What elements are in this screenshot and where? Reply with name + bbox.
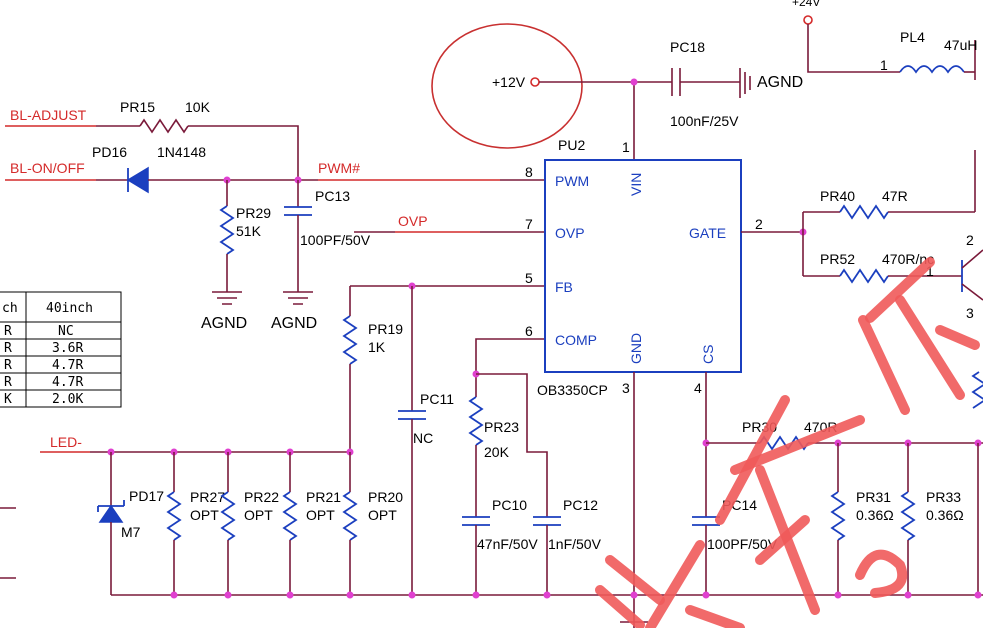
pr33-ref: PR33 xyxy=(926,489,961,505)
pin-num-vin: 1 xyxy=(622,139,630,155)
pin-name-vin: VIN xyxy=(628,173,644,196)
ic-pu2-body xyxy=(544,159,742,373)
pc10-ref: PC10 xyxy=(492,497,527,513)
pd17-ref: PD17 xyxy=(129,488,164,504)
pl4-value: 47uH xyxy=(944,37,977,53)
highlight-ellipse xyxy=(431,23,583,149)
table-cell: 2.0K xyxy=(52,392,83,407)
agnd-label-2: AGND xyxy=(271,315,317,332)
pr52-ref: PR52 xyxy=(820,251,855,267)
agnd-label-1: AGND xyxy=(201,315,247,332)
pr23-value: 20K xyxy=(484,444,510,460)
pin-num-pwm: 8 xyxy=(525,164,533,180)
pc13-value: 100PF/50V xyxy=(300,232,371,248)
pc12-ref: PC12 xyxy=(563,497,598,513)
pc10-value: 47nF/50V xyxy=(477,536,538,552)
table-cell: R xyxy=(4,358,12,373)
pr15-ref: PR15 xyxy=(120,99,155,115)
pin-name-fb: FB xyxy=(555,279,573,295)
pc18-value: 100nF/25V xyxy=(670,113,739,129)
watermark xyxy=(595,257,980,628)
pin-num-gate: 2 xyxy=(755,216,763,232)
pin-num-ovp: 7 xyxy=(525,216,533,232)
pr27-value: OPT xyxy=(190,507,219,523)
q-pin-2: 2 xyxy=(966,232,974,248)
pin-name-comp: COMP xyxy=(555,332,597,348)
pr20-value: OPT xyxy=(368,507,397,523)
pl4-pin: 1 xyxy=(880,57,888,73)
pr21-ref: PR21 xyxy=(306,489,341,505)
pc14-value: 100PF/50V xyxy=(707,536,778,552)
pr52-pin: 1 xyxy=(926,263,934,279)
v24-terminal xyxy=(803,15,813,25)
pr52-value: 470R/nc xyxy=(882,251,934,267)
table-cell: R xyxy=(4,375,12,390)
q-pin-3: 3 xyxy=(966,305,974,321)
bl-onoff-net: BL-ON/OFF xyxy=(10,160,85,176)
pr22-ref: PR22 xyxy=(244,489,279,505)
table-cell: R xyxy=(4,341,12,356)
ic-part: OB3350CP xyxy=(537,382,608,398)
pr33-value: 0.36Ω xyxy=(926,507,964,523)
table-header-1: 40inch xyxy=(46,301,93,316)
pr29-ref: PR29 xyxy=(236,205,271,221)
bl-adjust-net: BL-ADJUST xyxy=(10,107,87,123)
pin-name-gate: GATE xyxy=(689,225,726,241)
pr31-ref: PR31 xyxy=(856,489,891,505)
pd16-ref: PD16 xyxy=(92,144,127,160)
pr22-value: OPT xyxy=(244,507,273,523)
pin-name-pwm: PWM xyxy=(555,173,589,189)
pin-num-cs: 4 xyxy=(694,380,702,396)
pr27-ref: PR27 xyxy=(190,489,225,505)
pin-name-gnd: GND xyxy=(628,333,644,364)
pr23-ref: PR23 xyxy=(484,419,519,435)
table-cell: 4.7R xyxy=(52,375,83,390)
pin-num-comp: 6 xyxy=(525,323,533,339)
pc11-value: NC xyxy=(413,430,433,446)
v12-label: +12V xyxy=(492,74,526,90)
pd17-value: M7 xyxy=(121,524,141,540)
pr15-value: 10K xyxy=(185,99,211,115)
pin-num-fb: 5 xyxy=(525,270,533,286)
pd16-value: 1N4148 xyxy=(157,144,206,160)
table-cell: R xyxy=(4,324,12,339)
pin-name-ovp: OVP xyxy=(555,225,585,241)
table-cell: K xyxy=(4,392,12,407)
pr21-value: OPT xyxy=(306,507,335,523)
pr40-value: 47R xyxy=(882,188,908,204)
table-cell: 4.7R xyxy=(52,358,83,373)
pc11-ref: PC11 xyxy=(420,391,454,407)
led-minus-net: LED- xyxy=(50,434,82,450)
table-cell: NC xyxy=(58,324,74,339)
pr40-ref: PR40 xyxy=(820,188,855,204)
pr19-ref: PR19 xyxy=(368,321,403,337)
pr31-value: 0.36Ω xyxy=(856,507,894,523)
pr29-value: 51K xyxy=(236,223,262,239)
pr20-ref: PR20 xyxy=(368,489,403,505)
agnd-label-top: AGND xyxy=(757,74,803,91)
pwm-net: PWM# xyxy=(318,160,360,176)
ovp-net: OVP xyxy=(398,213,428,229)
pc18-ref: PC18 xyxy=(670,39,705,55)
pc12-value: 1nF/50V xyxy=(548,536,602,552)
pin-name-cs: CS xyxy=(700,345,716,364)
table-header-0: ch xyxy=(2,301,18,316)
table-cell: 3.6R xyxy=(52,341,83,356)
ic-ref: PU2 xyxy=(558,137,585,153)
variant-table: ch 40inch R NC R 3.6R R 4.7R R 4.7R K 2.… xyxy=(0,291,122,408)
pin-num-gnd: 3 xyxy=(622,380,630,396)
v12-terminal xyxy=(530,77,540,87)
v24-label: +24V xyxy=(792,0,820,9)
pl4-ref: PL4 xyxy=(900,29,925,45)
pc13-ref: PC13 xyxy=(315,188,350,204)
pr19-value: 1K xyxy=(368,339,386,355)
